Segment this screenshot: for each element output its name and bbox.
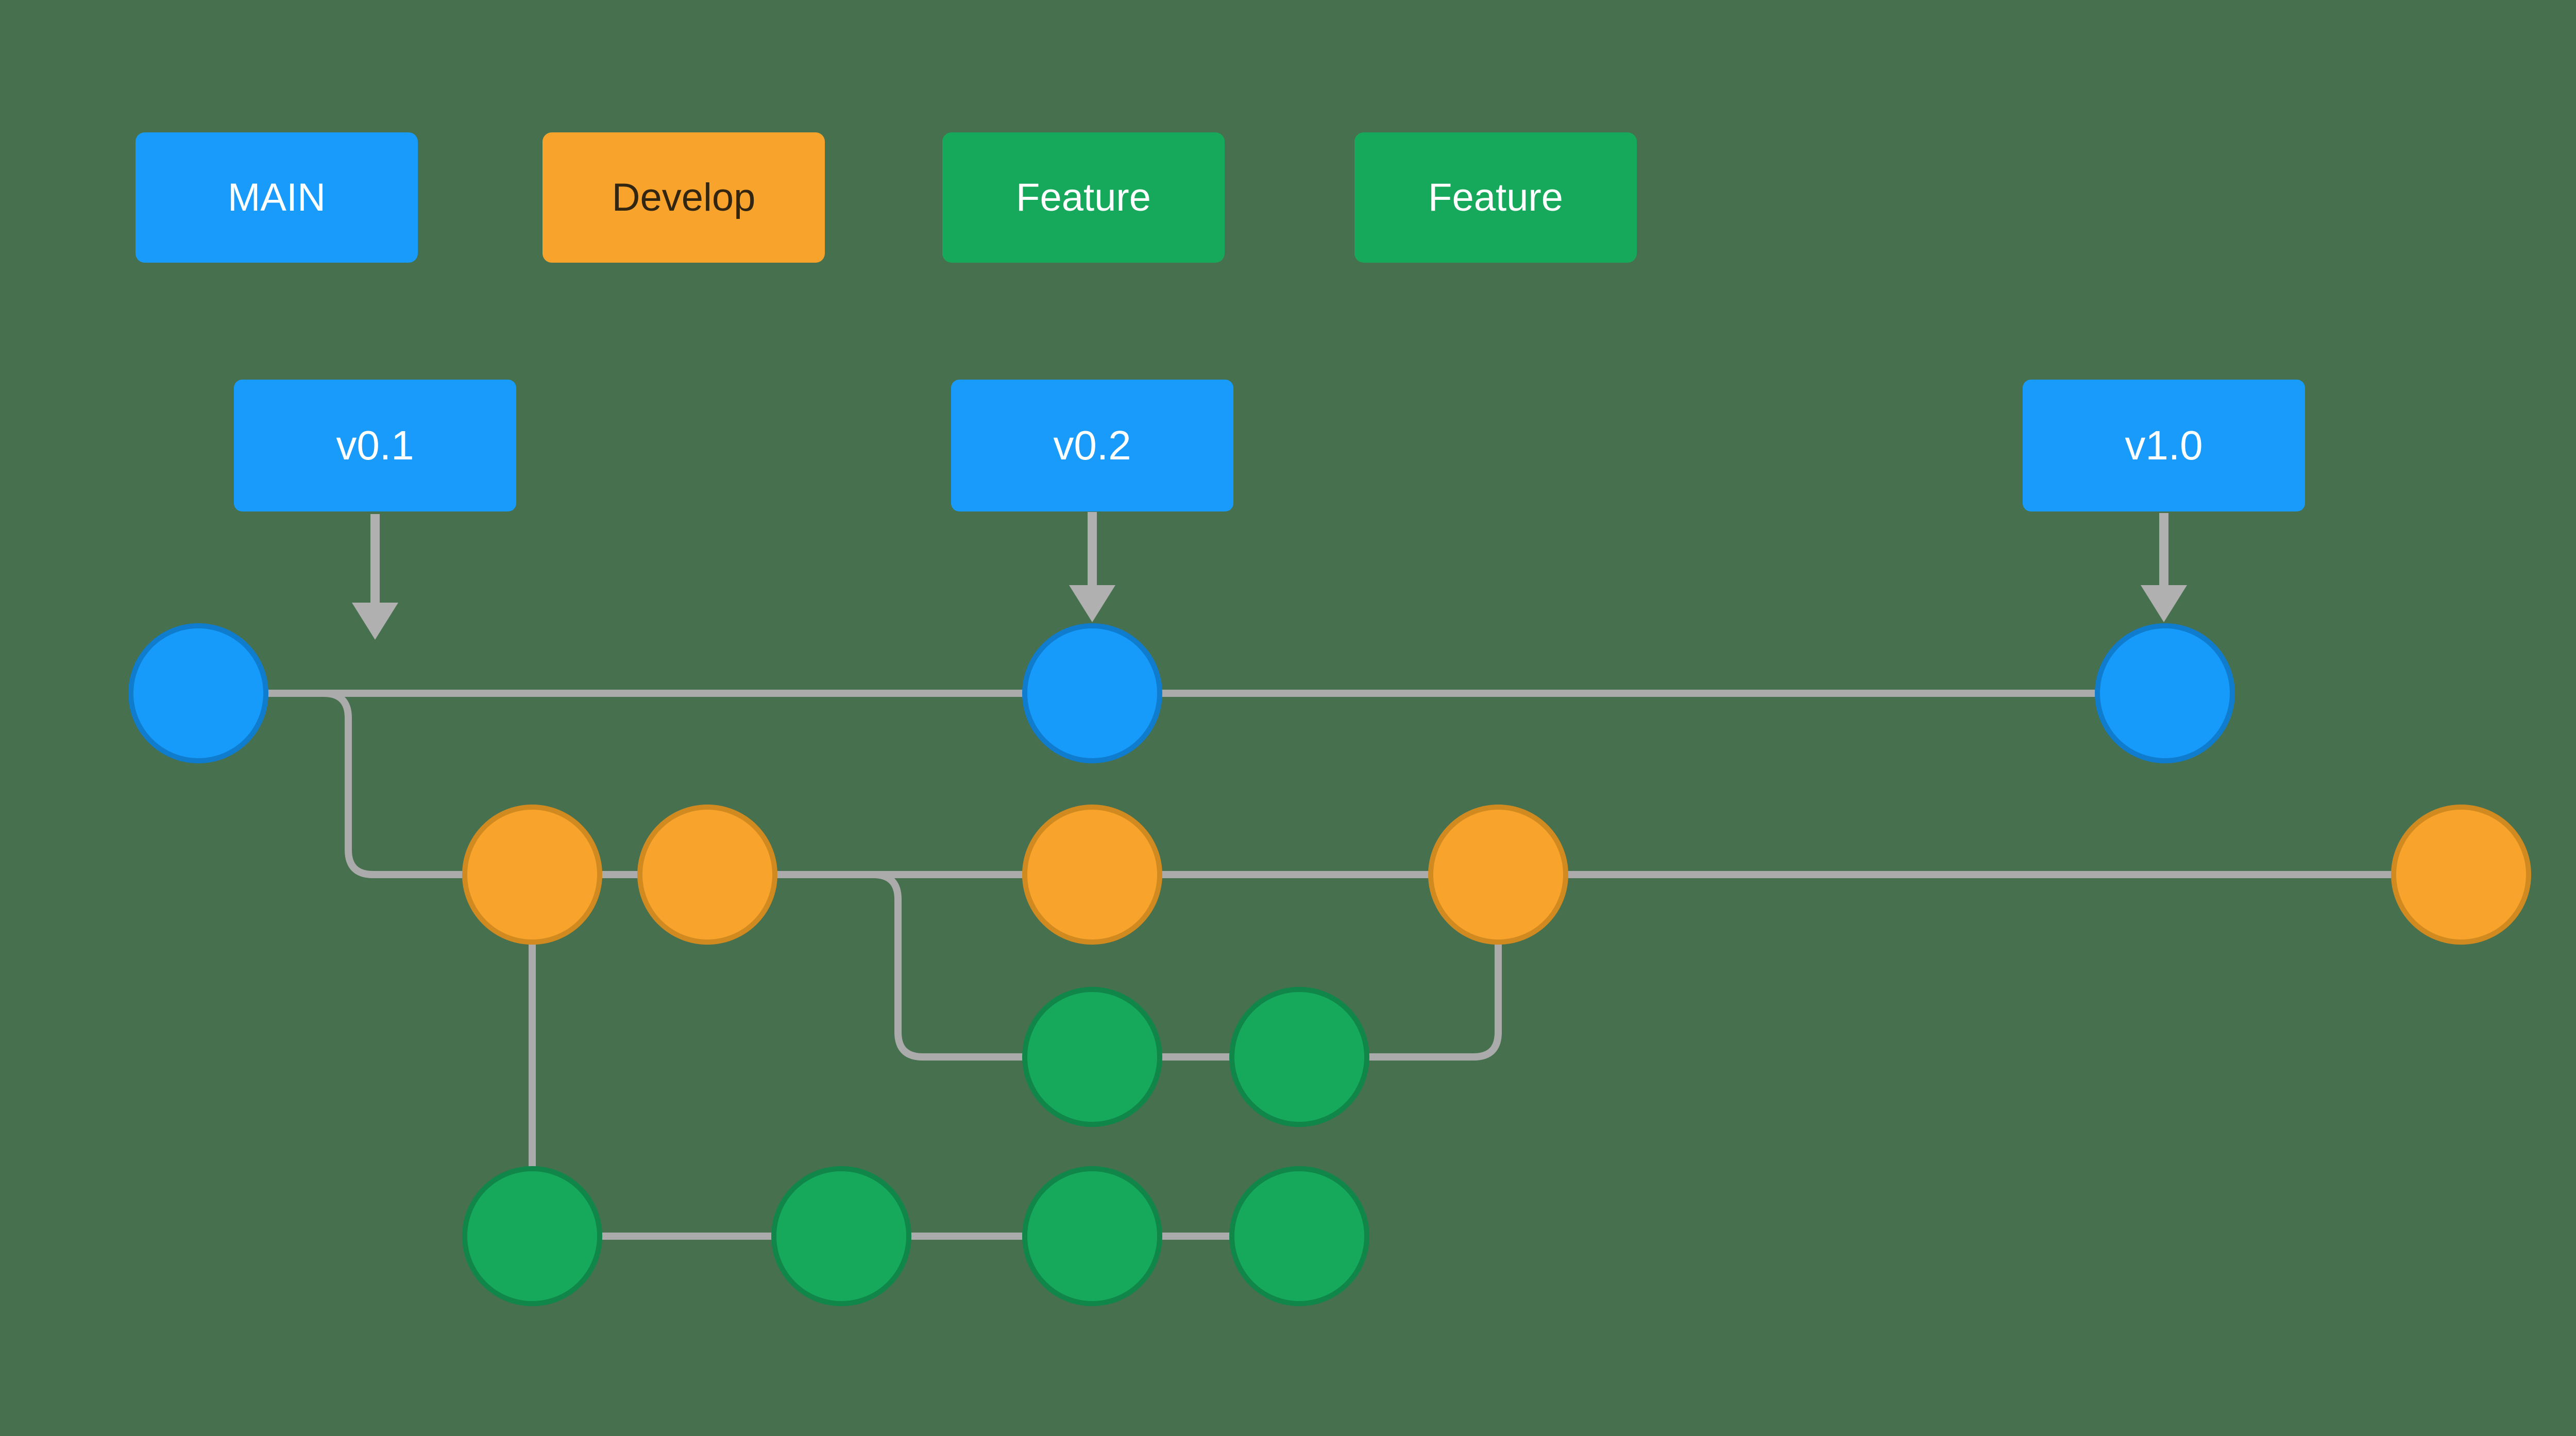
tag-arrow-v0.1-head [352, 603, 398, 640]
develop-branch-split [275, 690, 536, 878]
feature2-commit-node [1022, 1166, 1162, 1306]
feature1-merge-line [1296, 918, 1502, 1061]
feature1-commit-node [1022, 987, 1162, 1127]
feature2-commit-node [1229, 1166, 1369, 1306]
legend-box-develop: Develop [543, 132, 825, 263]
feature1-branch-split [800, 871, 1096, 1061]
feature2-commit-node [771, 1166, 911, 1306]
main-commit-node [128, 623, 268, 763]
legend-feature-2-label: Feature [1428, 176, 1563, 219]
main-commit-node [2095, 623, 2235, 763]
legend-box-feature-1: Feature [942, 132, 1225, 263]
legend-feature-1-label: Feature [1016, 176, 1151, 219]
develop-commit-node [462, 805, 602, 945]
feature2-commit-node [462, 1166, 602, 1306]
version-tag-v1.0-label: v1.0 [2125, 422, 2203, 468]
develop-commit-node [2391, 805, 2531, 945]
legend-main-label: MAIN [228, 176, 326, 219]
legend-box-feature-2: Feature [1354, 132, 1637, 263]
develop-commit-node [1022, 805, 1162, 945]
feature1-commit-node [1229, 987, 1369, 1127]
main-commit-node [1022, 623, 1162, 763]
version-tag-v0.1: v0.1 [234, 380, 516, 511]
tag-arrow-v1.0-head [2141, 585, 2187, 622]
version-tag-v0.2: v0.2 [951, 380, 1233, 511]
version-tag-v0.1-label: v0.1 [336, 422, 414, 468]
tag-arrow-v0.2-head [1069, 585, 1115, 622]
legend-box-main: MAIN [135, 132, 418, 263]
develop-commit-node [1428, 805, 1568, 945]
legend-develop-label: Develop [612, 176, 756, 219]
develop-commit-node [637, 805, 777, 945]
version-tag-v1.0: v1.0 [2023, 380, 2305, 511]
version-tag-v0.2-label: v0.2 [1053, 422, 1131, 468]
